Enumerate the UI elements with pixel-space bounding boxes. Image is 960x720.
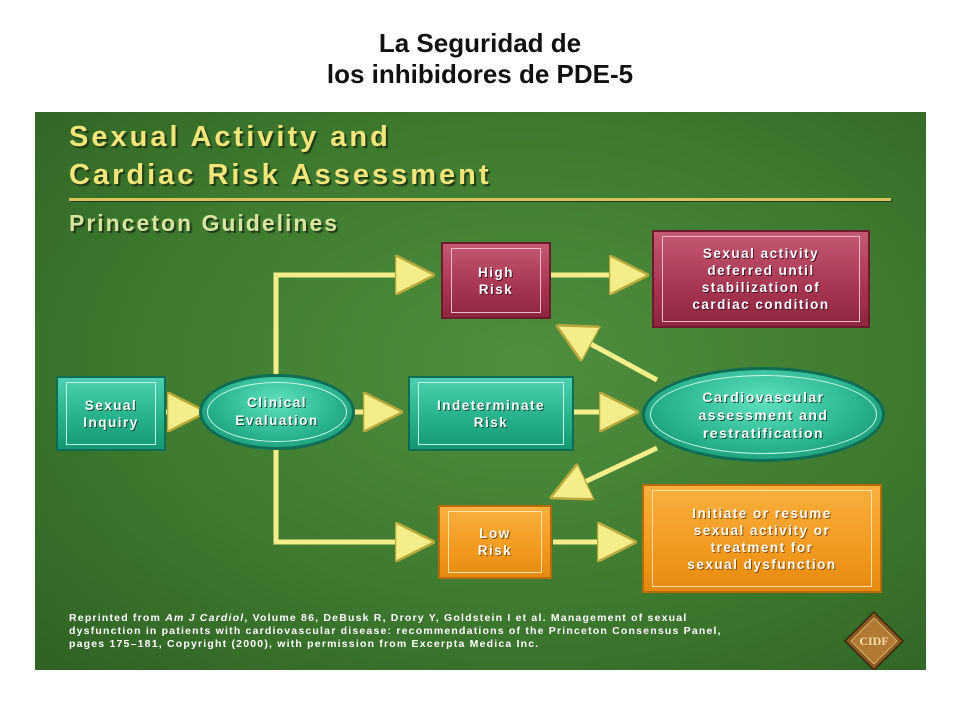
- cardiovascular-line-3: restratification: [702, 424, 825, 441]
- arrow-cardiovascular-to-low-risk: [559, 445, 659, 494]
- clinical-evaluation-line-2: Evaluation: [235, 413, 319, 428]
- deferred-line-2: deferred until: [707, 263, 815, 278]
- reference-citation: Reprinted from Am J Cardiol, Volume 86, …: [69, 612, 829, 651]
- indeterminate-risk-box: Indeterminate Risk: [408, 376, 574, 451]
- sexual-inquiry-box: Sexual Inquiry: [56, 376, 166, 451]
- cidf-logo: CIDF: [843, 610, 905, 670]
- flow-arrows: [166, 112, 659, 670]
- initiate-line-3: treatment for: [710, 539, 814, 555]
- initiate-line-1: Initiate or resume: [692, 505, 832, 521]
- high-risk-box: High Risk: [441, 242, 551, 319]
- reference-line-3: pages 175–181, Copyright (2000), with pe…: [69, 638, 540, 650]
- reference-line-1: Reprinted from Am J Cardiol, Volume 86, …: [69, 612, 829, 625]
- deferred-line-1: Sexual activity: [702, 246, 820, 261]
- high-risk-line-1: High: [478, 264, 514, 280]
- reference-prefix: Reprinted from: [69, 612, 162, 624]
- reference-line-2: dysfunction in patients with cardiovascu…: [69, 625, 722, 637]
- reference-journal: Am J Cardiol: [165, 612, 245, 624]
- page-title-line-1: La Seguridad de: [378, 28, 582, 58]
- low-risk-line-2: Risk: [477, 543, 513, 558]
- arrow-evaluation-to-high-risk: [273, 275, 425, 374]
- activity-deferred-box: Sexual activity deferred until stabiliza…: [652, 230, 870, 328]
- clinical-evaluation-line-1: Clinical: [246, 395, 307, 410]
- sexual-inquiry-line-1: Sexual: [84, 397, 138, 413]
- page-title: La Seguridad de los inhibidores de PDE-5: [0, 28, 960, 90]
- low-risk-line-1: Low: [479, 526, 511, 541]
- arrow-evaluation-to-low-risk: [273, 450, 425, 542]
- slide-title: Sexual Activity and Cardiac Risk Assessm…: [69, 118, 492, 194]
- slide-title-line-1: Sexual Activity and: [69, 121, 391, 153]
- high-risk-line-2: Risk: [478, 281, 514, 297]
- deferred-line-4: cardiac condition: [692, 297, 830, 312]
- logo-text: CIDF: [859, 634, 888, 648]
- deferred-line-3: stabilization of: [701, 280, 821, 295]
- clinical-evaluation-oval: Clinical Evaluation: [199, 374, 355, 450]
- page-title-line-2: los inhibidores de PDE-5: [326, 59, 634, 89]
- reference-rest-line-1: , Volume 86, DeBusk R, Drory Y, Goldstei…: [244, 612, 688, 624]
- slide-panel: Sexual Activity and Cardiac Risk Assessm…: [35, 112, 926, 670]
- slide-subtitle: Princeton Guidelines: [69, 210, 340, 236]
- indeterminate-risk-line-1: Indeterminate: [436, 397, 546, 413]
- initiate-line-4: sexual dysfunction: [687, 556, 837, 572]
- low-risk-box: Low Risk: [438, 505, 552, 579]
- sexual-inquiry-line-2: Inquiry: [83, 414, 139, 430]
- arrow-cardiovascular-to-high-risk: [565, 330, 659, 383]
- initiate-activity-box: Initiate or resume sexual activity or tr…: [642, 484, 882, 593]
- cardiovascular-line-1: Cardiovascular: [702, 388, 825, 405]
- title-divider: [69, 198, 891, 201]
- cardiovascular-line-2: assessment and: [698, 406, 829, 423]
- cardiovascular-assessment-oval: Cardiovascular assessment and restratifi…: [642, 367, 885, 462]
- slide-title-line-2: Cardiac Risk Assessment: [69, 159, 492, 191]
- initiate-line-2: sexual activity or: [693, 522, 831, 538]
- indeterminate-risk-line-2: Risk: [473, 414, 509, 430]
